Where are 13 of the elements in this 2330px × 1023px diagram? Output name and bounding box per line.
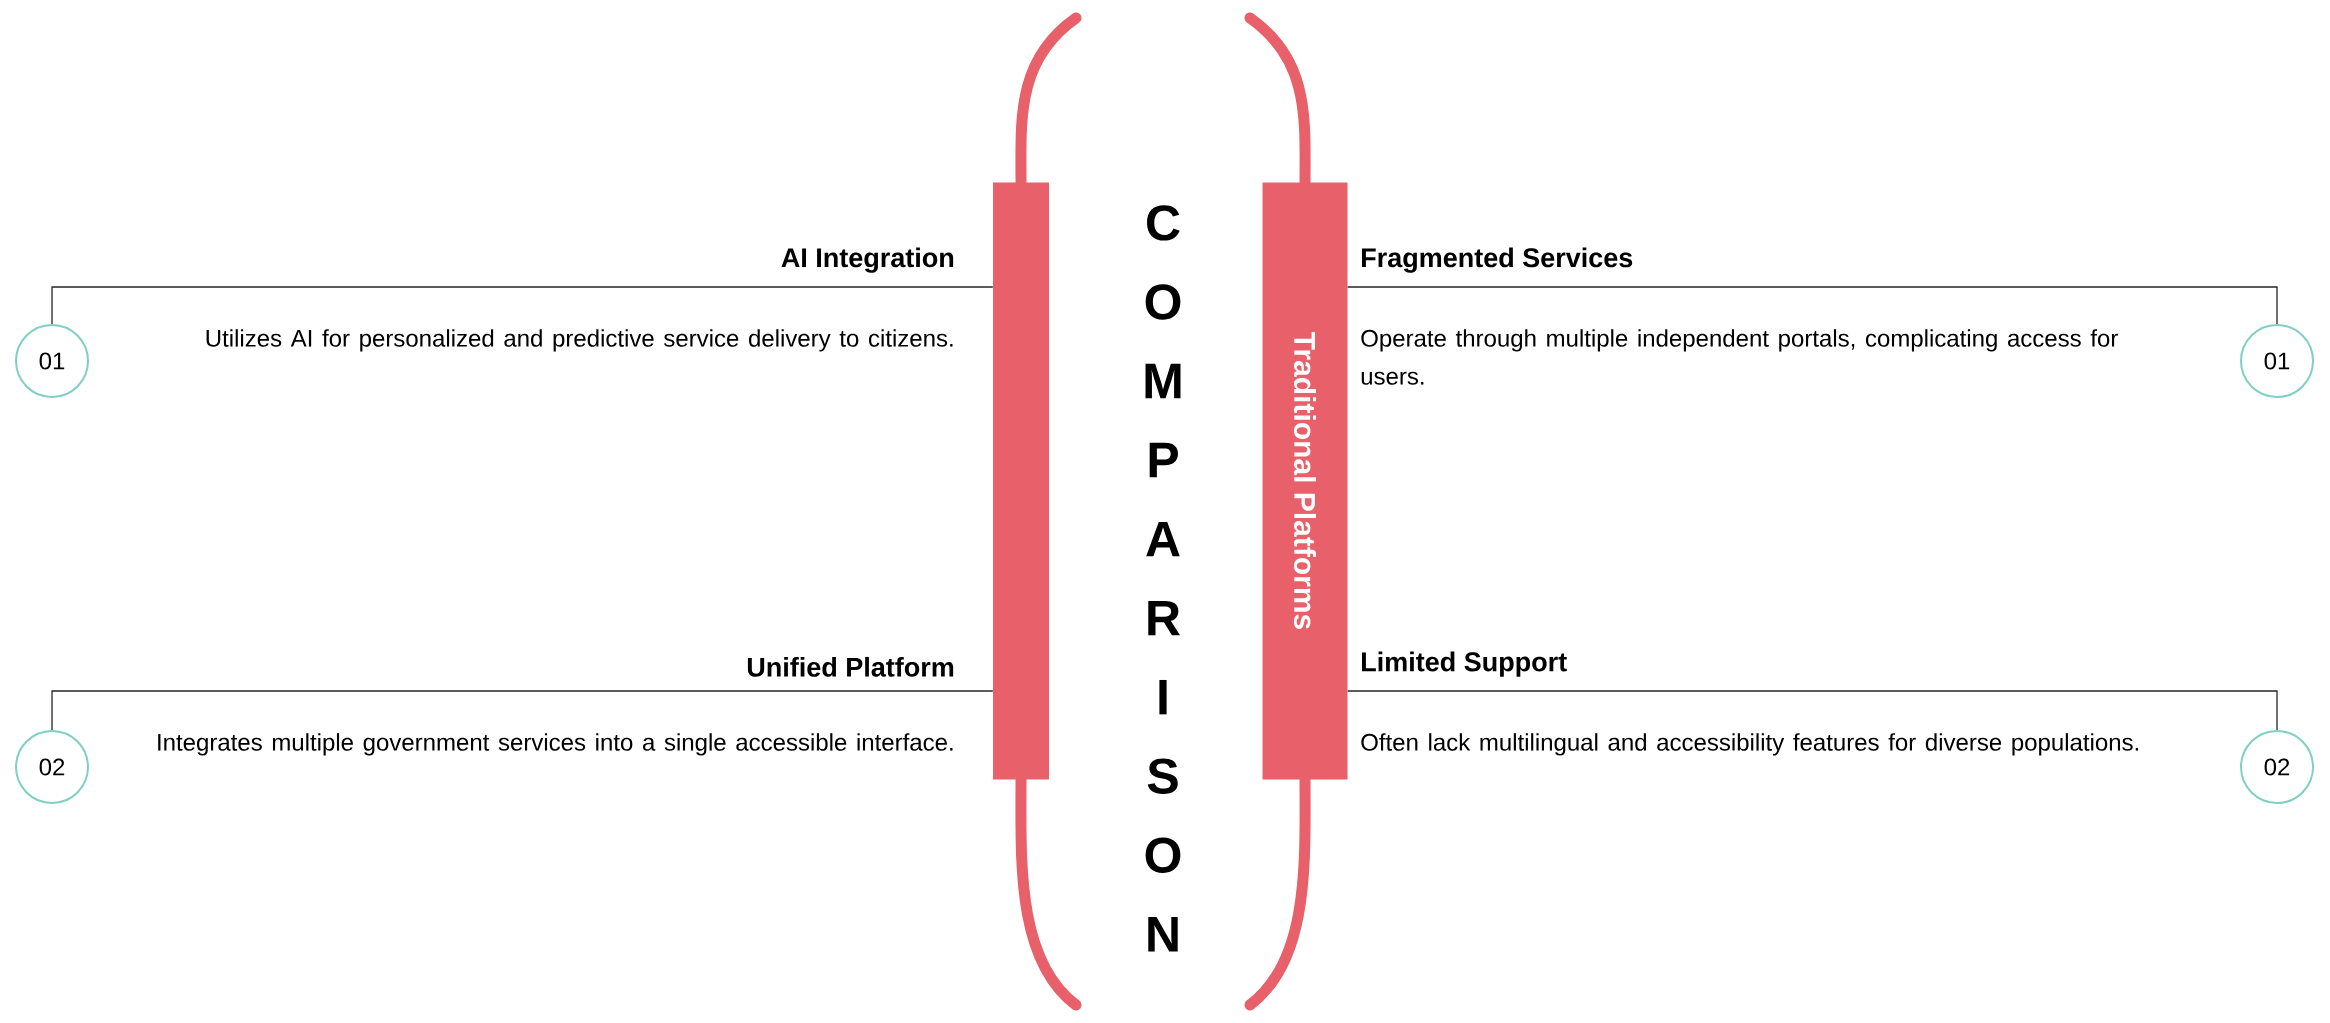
connector-line xyxy=(51,286,994,325)
item-heading: Limited Support xyxy=(1362,651,1567,677)
item-description: Integrates multiple government services into a single accessible interface. xyxy=(158,733,953,756)
connector-line xyxy=(1347,690,2278,731)
label-bar: Traditional Platforms xyxy=(1262,182,1348,780)
item-heading: Fragmented Services xyxy=(1362,247,1633,273)
item-description: Utilizes AI for personalized and predictive service delivery to citizens. xyxy=(206,329,953,352)
vertical-title: COMPARISON xyxy=(1145,205,1181,952)
connector-line xyxy=(1347,286,2278,325)
label-bar xyxy=(993,182,1049,780)
item-heading: AI Integration xyxy=(781,247,954,273)
item-heading: Unified Platform xyxy=(747,656,954,677)
connector-line xyxy=(51,690,994,731)
